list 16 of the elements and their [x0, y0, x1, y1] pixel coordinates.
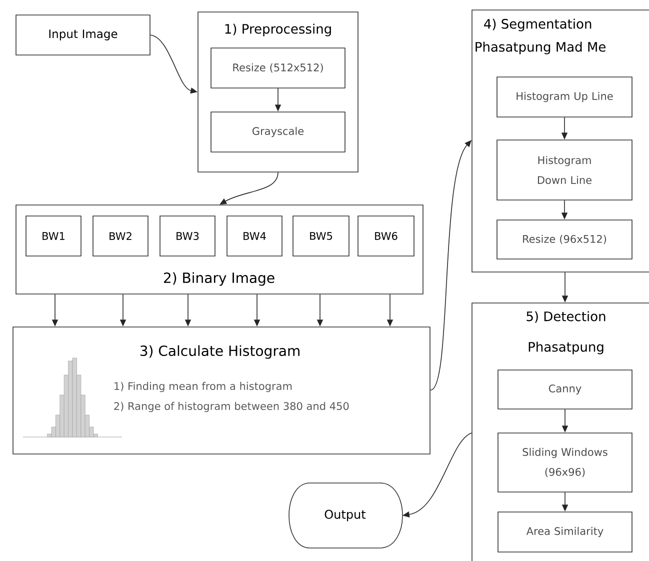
- process-box: BW4: [226, 216, 282, 256]
- process-box: Histogram Up Line: [496, 76, 632, 118]
- process-box: Histogram Down Line: [496, 140, 632, 200]
- process-box: Canny: [498, 370, 632, 410]
- process-box: Sliding Windows (96x96): [498, 432, 632, 492]
- process-box: Resize (96x512): [496, 220, 632, 260]
- process-box: BW6: [358, 216, 414, 256]
- process-box: BW1: [26, 216, 82, 256]
- process-box: BW2: [92, 216, 148, 256]
- process-box: Input Image: [16, 14, 150, 56]
- process-box: BW5: [292, 216, 350, 256]
- process-box: Resize (512x512): [210, 48, 346, 88]
- process-box: 3) Calculate Histogram 1) Finding mean from a histogram 2) Range of histogram between 380 and 450: [12, 326, 430, 454]
- process-box: Grayscale: [210, 112, 346, 152]
- process-box: Area Similarity: [498, 512, 632, 552]
- process-box: BW3: [160, 216, 216, 256]
